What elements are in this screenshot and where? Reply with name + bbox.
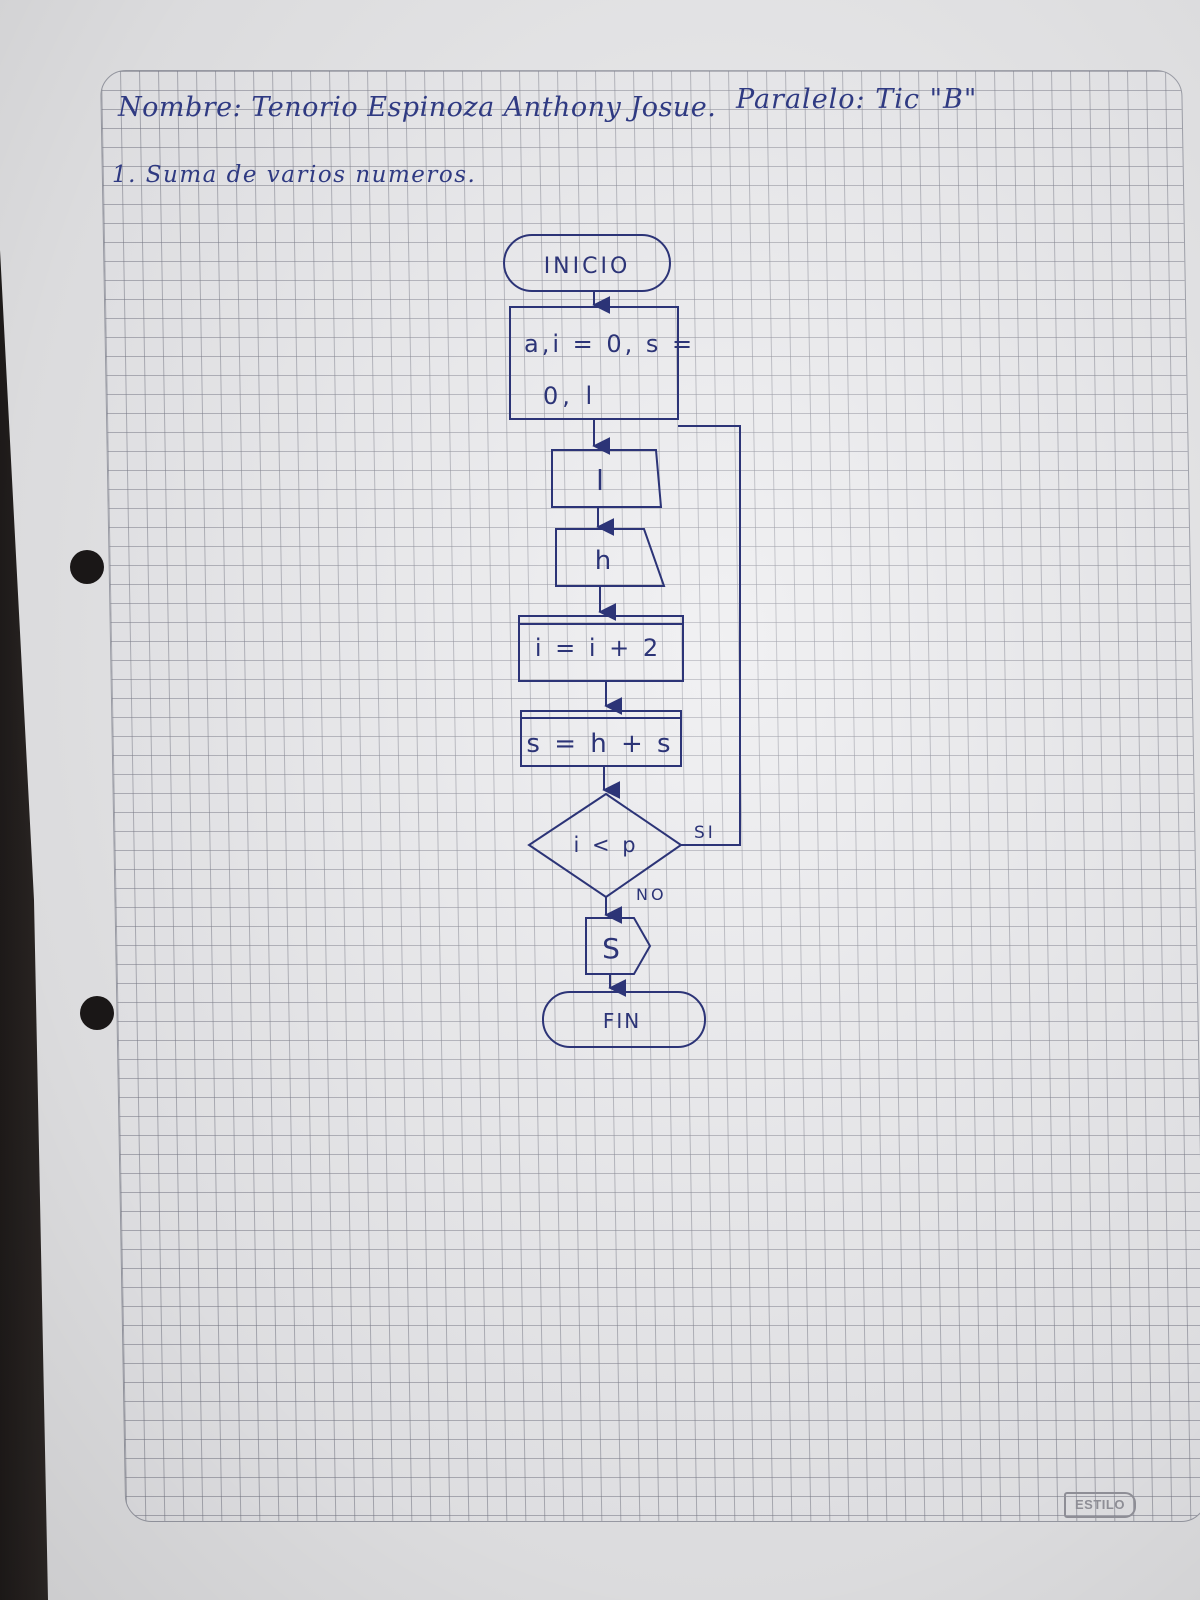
end-label: FIN: [603, 1009, 641, 1033]
decision-label: i < p: [573, 833, 638, 857]
input-l-shape: [551, 449, 663, 508]
estilo-brand-logo: ESTILO: [1064, 1492, 1136, 1518]
exercise-title: 1. Suma de varios numeros.: [112, 162, 477, 188]
process-s-label: s = h + s: [526, 729, 673, 759]
output-label: S: [602, 932, 620, 965]
start-label: INICIO: [544, 254, 631, 279]
output-shape: [585, 917, 652, 975]
input-h-label: h: [595, 546, 611, 576]
end-terminal: [542, 991, 706, 1048]
class-section: Paralelo: Tic "B": [736, 84, 978, 115]
yes-label: SI: [694, 823, 716, 843]
input-h-shape: [555, 528, 666, 587]
loop-back-line: [678, 425, 741, 846]
no-label: NO: [636, 885, 667, 904]
init-label-line1: a,i = 0, s =: [524, 330, 695, 358]
binder-hole-top: [70, 550, 104, 584]
process-i-box: [518, 615, 684, 682]
input-l-label: l: [596, 464, 604, 497]
process-s-box: [520, 710, 682, 767]
start-terminal: [503, 234, 671, 292]
student-name: Nombre: Tenorio Espinoza Anthony Josue.: [118, 92, 717, 123]
init-label-line2: 0, l: [543, 382, 596, 410]
binder-hole-bottom: [80, 996, 114, 1030]
process-i-label: i = i + 2: [535, 634, 661, 662]
